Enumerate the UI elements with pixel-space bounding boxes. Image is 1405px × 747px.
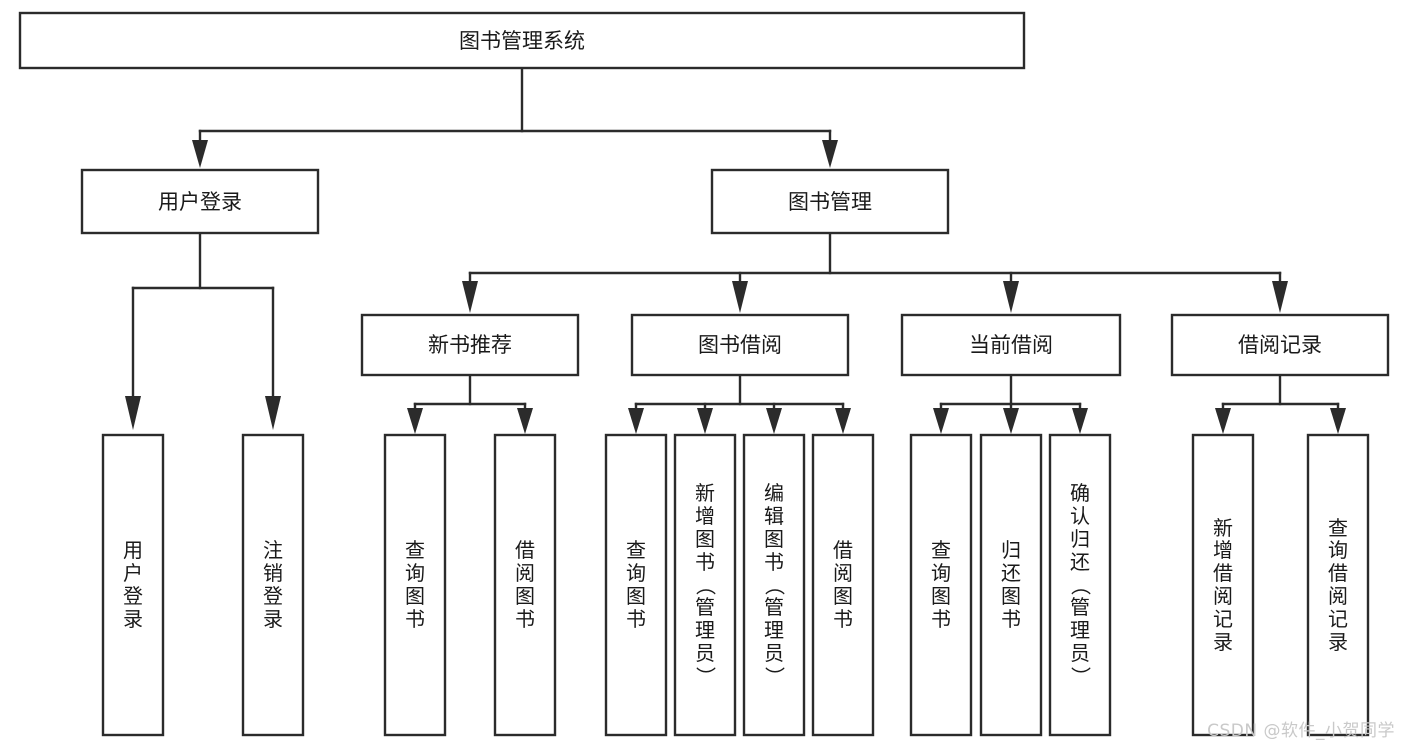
node-leaf-add-book-box[interactable]: [673, 433, 737, 737]
arrow-head-currentborrow-leaf-3: [1072, 408, 1088, 434]
node-leaf-query-book-bb-box[interactable]: [604, 433, 668, 737]
connector-group: [125, 66, 1346, 434]
node-new-book-recommend-label: 新书推荐: [428, 333, 512, 357]
node-current-borrow-box[interactable]: [900, 313, 1122, 377]
arrow-head-newbook-leaf-1: [407, 408, 423, 434]
node-leaf-borrow-book-bb-box[interactable]: [811, 433, 875, 737]
arrow-head-bookborrow-leaf-3: [766, 408, 782, 434]
node-leaf-query-book-cb-box[interactable]: [909, 433, 973, 737]
node-leaf-return-book-box[interactable]: [979, 433, 1043, 737]
arrow-head-book-borrow: [732, 281, 748, 313]
watermark-text: CSDN @软件_小贺同学: [1207, 721, 1395, 741]
arrow-head-bookborrow-leaf-1: [628, 408, 644, 434]
arrow-head-new-book: [462, 281, 478, 313]
arrow-head-borrowrecord-leaf-1: [1215, 408, 1231, 434]
arrow-head-currentborrow-leaf-2: [1003, 408, 1019, 434]
node-leaf-query-book-nbr-box[interactable]: [383, 433, 447, 737]
arrow-head-newbook-leaf-2: [517, 408, 533, 434]
node-user-login-label: 用户登录: [158, 190, 242, 214]
node-leaf-query-record-box[interactable]: [1306, 433, 1370, 737]
node-leaf-edit-book-box[interactable]: [742, 433, 806, 737]
node-user-login-box[interactable]: [80, 168, 320, 235]
arrow-head-borrowrecord-leaf-2: [1330, 408, 1346, 434]
node-leaf-logout-box[interactable]: [241, 433, 305, 737]
node-book-management-box[interactable]: [710, 168, 950, 235]
node-new-book-recommend-box[interactable]: [360, 313, 580, 377]
node-borrow-record-box[interactable]: [1170, 313, 1390, 377]
node-leaf-user-login-box[interactable]: [101, 433, 165, 737]
node-leaf-borrow-book-nbr-box[interactable]: [493, 433, 557, 737]
node-book-borrow-label: 图书借阅: [698, 333, 782, 357]
node-root-label: 图书管理系统: [459, 29, 585, 53]
node-root-box[interactable]: [18, 11, 1026, 70]
node-leaf-add-record-box[interactable]: [1191, 433, 1255, 737]
node-leaf-confirm-return-box[interactable]: [1048, 433, 1112, 737]
node-current-borrow-label: 当前借阅: [969, 333, 1053, 357]
arrow-head-login-leaf-2: [265, 396, 281, 430]
node-book-management-label: 图书管理: [788, 190, 872, 214]
arrow-head-login: [192, 140, 208, 168]
arrow-head-bookborrow-leaf-4: [835, 408, 851, 434]
node-book-borrow-box[interactable]: [630, 313, 850, 377]
arrow-head-current-borrow: [1003, 281, 1019, 313]
arrow-head-bookmgmt: [822, 140, 838, 168]
arrow-head-borrow-record: [1272, 281, 1288, 313]
arrow-head-login-leaf-1: [125, 396, 141, 430]
node-boxes: 图书管理系统 用户登录 图书管理 新书推荐 图书借阅 当前借阅 借阅记录: [18, 11, 1390, 737]
arrow-head-bookborrow-leaf-2: [697, 408, 713, 434]
node-borrow-record-label: 借阅记录: [1238, 333, 1322, 357]
arrow-head-currentborrow-leaf-1: [933, 408, 949, 434]
